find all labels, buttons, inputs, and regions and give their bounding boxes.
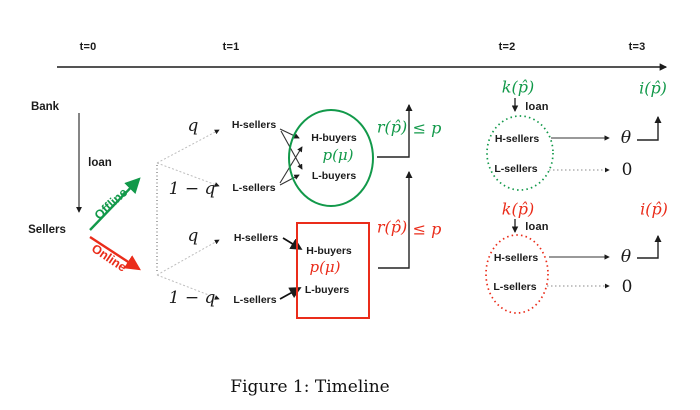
offline-r-phat: r(p̂) (376, 117, 408, 137)
offline-l-sellers-t2: L-sellers (494, 163, 538, 175)
online-market-rect (296, 222, 370, 319)
offline-match-hs-hb (279, 128, 300, 139)
offline-h-sellers: H-sellers (231, 119, 277, 131)
bank-label: Bank (30, 101, 60, 113)
offline-l-sellers: L-sellers (232, 182, 276, 194)
online-k-phat: k(p̂) (501, 199, 535, 219)
offline-price-pmu: p(μ) (322, 146, 354, 164)
online-sellers-dotted-circle (485, 234, 549, 314)
offline-h-sellers-t2: H-sellers (494, 133, 540, 145)
offline-prob-1mq: 1 − q (168, 179, 216, 199)
offline-zero: 0 (621, 160, 633, 180)
offline-prob-q: q (187, 116, 199, 136)
offline-branch-1mq (156, 162, 220, 187)
online-l-buyers: L-buyers (304, 284, 350, 296)
online-branch-1mq (156, 274, 220, 300)
online-zero: 0 (621, 277, 633, 297)
online-le-p: ≤ p (412, 219, 442, 239)
offline-sellers-dotted-circle (486, 115, 554, 191)
offline-theta-to-i-arrow (637, 115, 662, 141)
online-match-hs-hb (282, 237, 303, 250)
offline-k-phat: k(p̂) (501, 77, 535, 97)
online-i-phat: i(p̂) (640, 199, 668, 219)
online-price-cap-arrow (378, 170, 413, 269)
online-l-sellers-t2: L-sellers (493, 281, 537, 293)
offline-i-phat: i(p̂) (639, 78, 667, 98)
sellers-label: Sellers (28, 224, 66, 236)
online-r-phat: r(p̂) (376, 217, 408, 237)
offline-match-ls-lb (279, 174, 300, 186)
tick-t3: t=3 (628, 41, 646, 53)
online-h-sellers-t2: H-sellers (493, 252, 539, 264)
online-prob-q: q (187, 226, 199, 246)
online-theta: θ (620, 247, 632, 267)
offline-arrow (89, 177, 141, 231)
offline-theta: θ (620, 128, 632, 148)
online-h-buyers: H-buyers (306, 245, 352, 257)
online-l-sellers: L-sellers (233, 294, 277, 306)
online-prob-1mq: 1 − q (168, 288, 216, 308)
offline-match-hs-lb (280, 130, 303, 170)
offline-price-cap-arrow (377, 103, 413, 158)
offline-h-buyers: H-buyers (311, 132, 357, 144)
offline-loan2-label: loan (525, 101, 549, 113)
tick-t0: t=0 (79, 41, 97, 53)
offline-market-ellipse (288, 109, 374, 207)
loan-label: loan (88, 157, 112, 169)
online-arrow (89, 235, 141, 271)
online-loan2-label: loan (525, 221, 549, 233)
online-h-sellers: H-sellers (233, 232, 279, 244)
offline-match-ls-hb (279, 146, 303, 184)
online-theta-to-i-arrow (637, 234, 662, 259)
tick-t2: t=2 (498, 41, 516, 53)
offline-l-buyers: L-buyers (311, 170, 357, 182)
figure-caption: Figure 1: Timeline (230, 377, 390, 397)
tick-t1: t=1 (222, 41, 240, 53)
online-price-pmu: p(μ) (309, 258, 341, 276)
offline-le-p: ≤ p (412, 118, 442, 138)
